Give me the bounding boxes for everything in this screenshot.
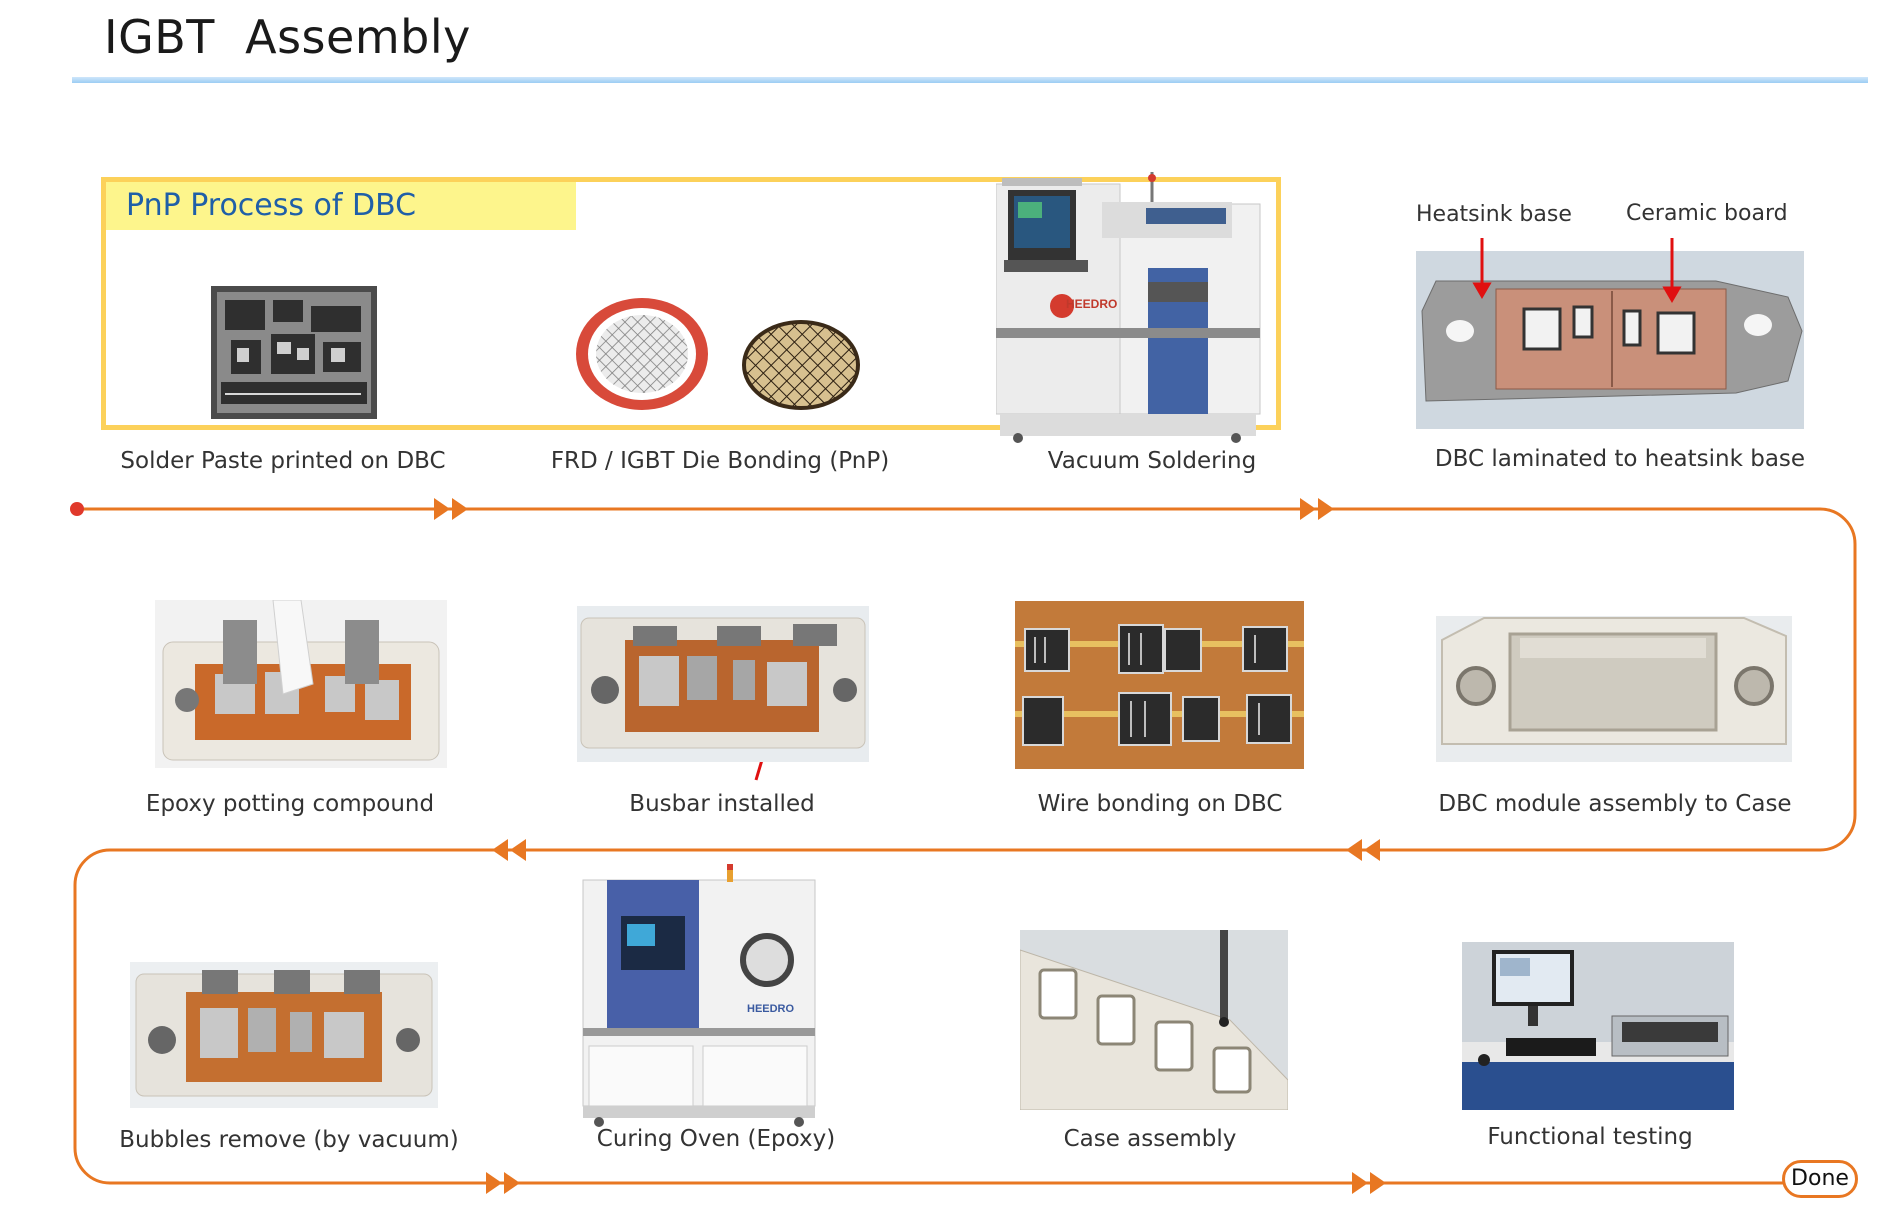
flow-start-dot xyxy=(70,502,84,516)
wire-bonding-photo xyxy=(1015,601,1304,769)
busbar-installed-photo xyxy=(577,606,869,762)
flow-turn-left xyxy=(73,848,111,1185)
curing-oven-machine-photo: HEEDRO xyxy=(582,864,816,1127)
frd-wafer-photo xyxy=(576,298,708,410)
oven-brand-text: HEEDRO xyxy=(747,1003,795,1015)
machine-brand-text: HEEDRO xyxy=(1066,297,1117,311)
case-assembly-photo xyxy=(1020,930,1288,1110)
title-underline xyxy=(72,77,1868,83)
caption-die-bonding: FRD / IGBT Die Bonding (PnP) xyxy=(550,448,890,474)
caption-dbc-laminated: DBC laminated to heatsink base xyxy=(1434,446,1806,472)
double-arrow-right-3 xyxy=(486,1172,520,1194)
igbt-wafer-photo xyxy=(742,320,860,410)
double-arrow-right-2 xyxy=(1300,498,1334,520)
caption-busbar: Busbar installed xyxy=(629,791,815,817)
caption-curing-oven: Curing Oven (Epoxy) xyxy=(596,1126,836,1152)
page-title: IGBT Assembly xyxy=(104,10,471,64)
double-arrow-right-4 xyxy=(1352,1172,1386,1194)
caption-bubbles-remove: Bubbles remove (by vacuum) xyxy=(119,1127,459,1153)
solder-paste-dbc-photo xyxy=(211,286,377,419)
caption-functional-testing: Functional testing xyxy=(1487,1124,1693,1150)
caption-vacuum-soldering: Vacuum Soldering xyxy=(1047,448,1257,474)
pnp-process-title: PnP Process of DBC xyxy=(106,182,576,230)
double-arrow-right-1 xyxy=(434,498,468,520)
caption-dbc-to-case: DBC module assembly to Case xyxy=(1438,791,1792,817)
label-heatsink-base: Heatsink base xyxy=(1416,202,1572,227)
caption-case-assembly: Case assembly xyxy=(1063,1126,1237,1152)
double-arrow-left-1 xyxy=(492,839,526,861)
label-ceramic-board: Ceramic board xyxy=(1626,201,1788,226)
done-badge: Done xyxy=(1782,1160,1858,1198)
dbc-on-heatsink-photo xyxy=(1416,251,1804,429)
functional-testing-photo xyxy=(1462,942,1734,1110)
vacuum-soldering-machine-photo: HEEDRO xyxy=(996,172,1261,443)
double-arrow-left-2 xyxy=(1346,839,1380,861)
flow-turn-right xyxy=(1819,507,1857,852)
caption-wire-bonding: Wire bonding on DBC xyxy=(1037,791,1283,817)
bubbles-remove-photo xyxy=(130,962,438,1108)
epoxy-potting-photo xyxy=(155,600,447,768)
dbc-to-case-photo xyxy=(1436,616,1792,762)
caption-solder-paste: Solder Paste printed on DBC xyxy=(120,448,446,474)
pnp-process-frame xyxy=(101,177,1281,430)
caption-epoxy-potting: Epoxy potting compound xyxy=(145,791,435,817)
